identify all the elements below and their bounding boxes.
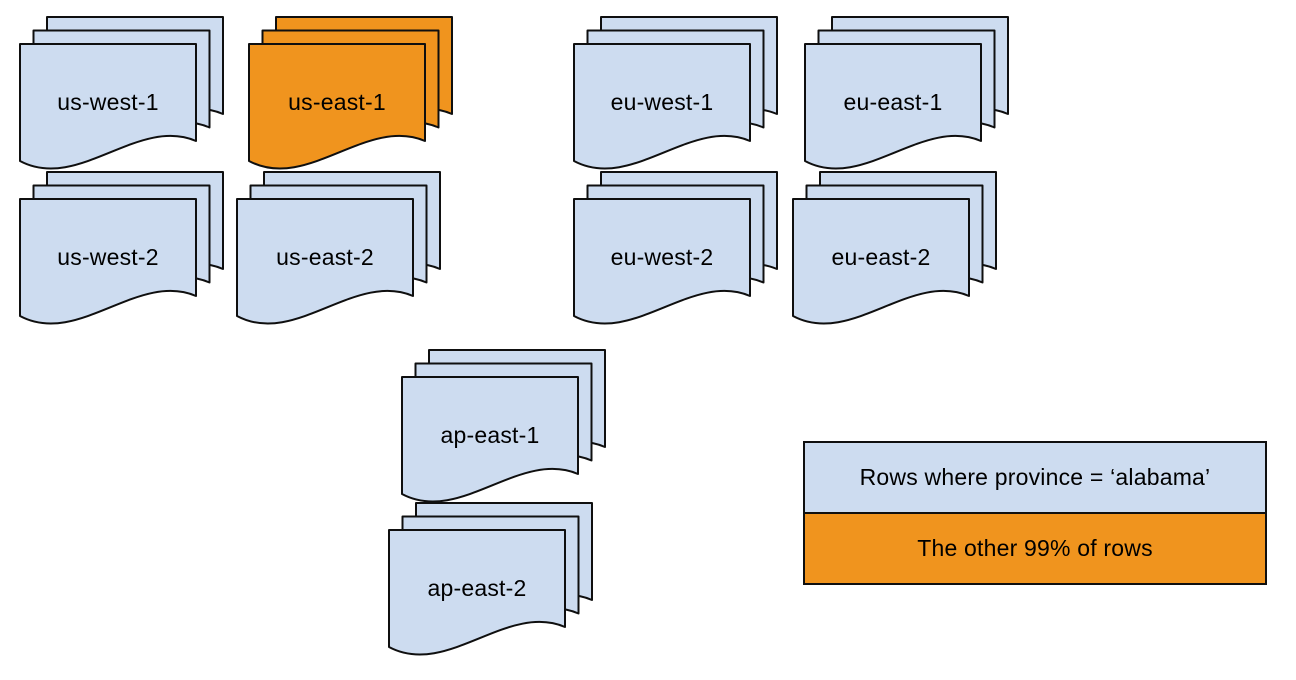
region-stack-us-west-1: us-west-1 [19, 16, 226, 173]
document-stack-icon [804, 16, 1009, 170]
document-stack-icon [19, 16, 224, 170]
document-stack-icon [792, 171, 997, 325]
region-stack-eu-west-2: eu-west-2 [573, 171, 780, 328]
region-stack-us-east-1: us-east-1 [248, 16, 455, 173]
region-stack-eu-east-2: eu-east-2 [792, 171, 999, 328]
document-stack-icon [401, 349, 606, 503]
legend-row-alabama: Rows where province = ‘alabama’ [805, 443, 1265, 512]
region-label: us-east-2 [276, 244, 374, 270]
region-stack-eu-east-1: eu-east-1 [804, 16, 1011, 173]
document-stack-icon [573, 16, 778, 170]
region-label: eu-east-2 [831, 244, 931, 270]
region-label: ap-east-1 [440, 422, 540, 448]
document-stack-icon [388, 502, 593, 656]
document-stack-icon [19, 171, 224, 325]
region-label: eu-west-2 [610, 244, 714, 270]
region-label: eu-east-1 [843, 89, 943, 115]
region-stack-ap-east-1: ap-east-1 [401, 349, 608, 506]
legend: Rows where province = ‘alabama’ The othe… [803, 441, 1267, 585]
region-label: us-west-1 [57, 89, 159, 115]
region-label: ap-east-2 [427, 575, 527, 601]
region-stack-us-east-2: us-east-2 [236, 171, 443, 328]
region-stack-ap-east-2: ap-east-2 [388, 502, 595, 659]
region-stack-us-west-2: us-west-2 [19, 171, 226, 328]
document-stack-icon [248, 16, 453, 170]
region-label: us-east-1 [288, 89, 386, 115]
region-stack-eu-west-1: eu-west-1 [573, 16, 780, 173]
region-label: us-west-2 [57, 244, 159, 270]
legend-row-other-rows: The other 99% of rows [805, 512, 1265, 583]
document-stack-icon [236, 171, 441, 325]
document-stack-icon [573, 171, 778, 325]
region-label: eu-west-1 [610, 89, 714, 115]
